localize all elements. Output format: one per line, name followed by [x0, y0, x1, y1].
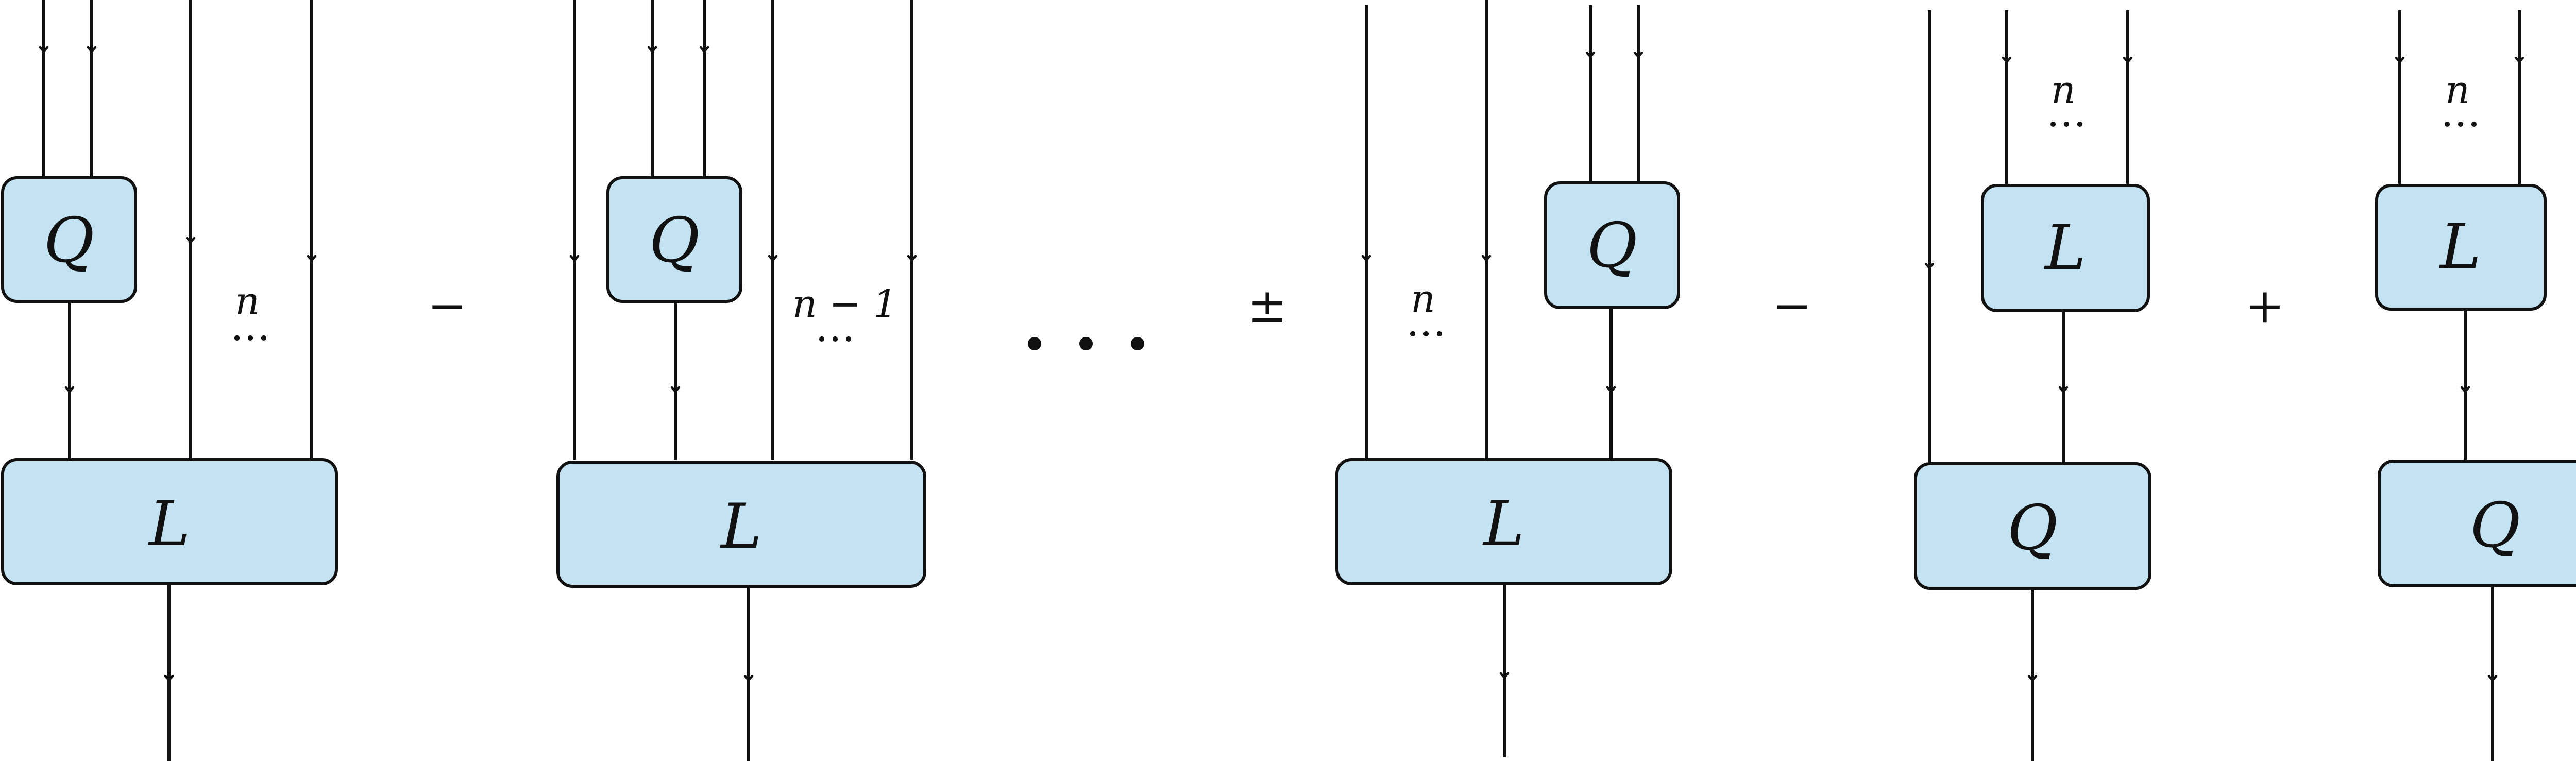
wire-dots: …	[230, 303, 275, 350]
top-box-label: Q	[44, 205, 94, 277]
top-box	[1981, 184, 2150, 312]
bottom-box	[2378, 460, 2576, 587]
bottom-box	[1914, 462, 2151, 590]
top-box	[606, 176, 742, 303]
operator-1: −	[427, 278, 467, 333]
wire-dots: …	[1406, 299, 1450, 346]
wire-dots: …	[815, 305, 859, 351]
term-1: Q L n …	[1, 0, 338, 761]
bottom-box	[1, 458, 338, 585]
ellipsis-dot	[1079, 337, 1093, 350]
wire-count-label: n	[235, 279, 260, 324]
bottom-box-label: L	[148, 488, 190, 560]
top-box-label: Q	[649, 205, 700, 277]
top-box-label: Q	[1587, 210, 1637, 282]
bottom-box-label: Q	[2007, 493, 2058, 564]
bottom-box-label: Q	[2470, 490, 2520, 562]
top-box	[2375, 184, 2547, 311]
top-box-label: L	[2439, 211, 2481, 283]
wire-count-label: n	[2051, 68, 2076, 112]
wire-count-label: n	[2445, 68, 2470, 112]
term-5: L Q n …	[2375, 10, 2576, 761]
top-box	[1, 176, 137, 303]
bottom-box	[556, 461, 926, 588]
term-3: Q L n …	[1335, 0, 1680, 757]
top-box	[1544, 181, 1680, 309]
ellipsis-dot	[1131, 337, 1144, 350]
operator-2: ±	[1247, 278, 1287, 333]
wire-count-label: n − 1	[792, 282, 897, 326]
term-4: L Q n …	[1914, 10, 2151, 761]
operator-3: −	[1772, 278, 1811, 333]
ellipsis-dot	[1028, 337, 1041, 350]
bottom-box	[1335, 458, 1672, 585]
bottom-box-label: L	[1482, 488, 1524, 560]
operator-4: +	[2245, 278, 2284, 333]
wire-dots: …	[2441, 90, 2485, 136]
top-box-label: L	[2044, 212, 2086, 284]
bottom-box-label: L	[720, 491, 762, 563]
wire-dots: …	[2046, 90, 2091, 136]
term-2: Q L n − 1 …	[556, 0, 926, 761]
ellipsis	[1028, 337, 1144, 350]
wire-count-label: n	[1411, 277, 1435, 321]
